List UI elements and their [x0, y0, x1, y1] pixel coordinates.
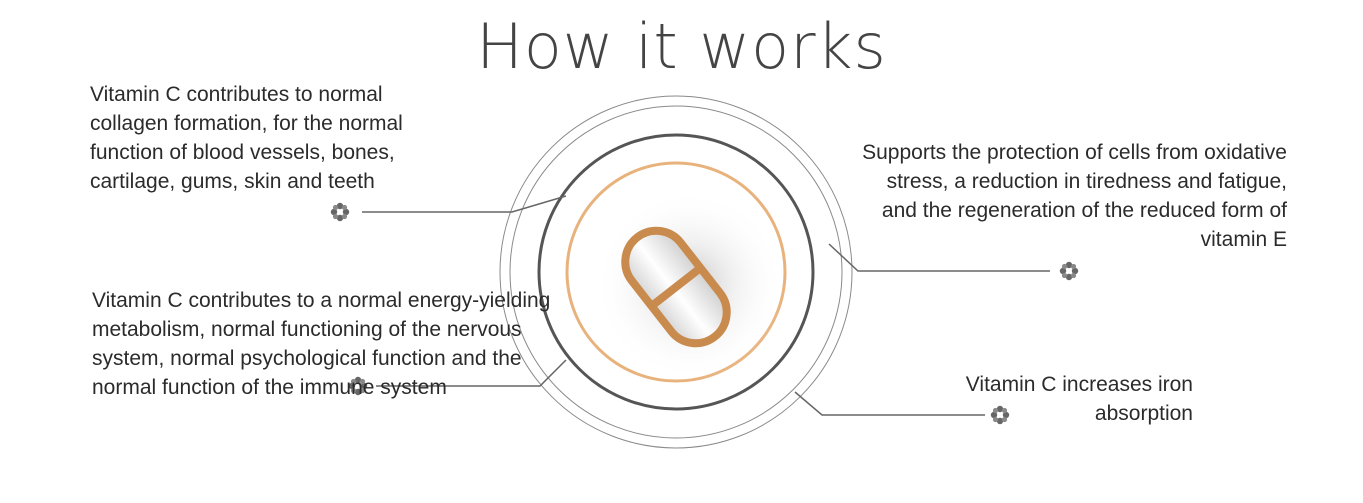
page-title: How it works: [476, 10, 887, 83]
connector-line-3: [828, 243, 1050, 272]
outer-ring-1: [499, 95, 853, 449]
flower-icon: [1059, 261, 1079, 281]
connector-line-2: [376, 359, 567, 387]
flower-icon: [330, 202, 350, 222]
connector-line-1: [362, 195, 567, 213]
callout-metabolism: Vitamin C contributes to a normal energy…: [92, 289, 551, 399]
flower-icon: [348, 376, 368, 396]
dark-ring: [537, 133, 815, 411]
outer-ring-2: [509, 105, 843, 439]
capsule-icon: [621, 226, 731, 348]
callout-iron-absorption: Vitamin C increases iron absorption: [965, 373, 1193, 425]
callout-oxidative-stress: Supports the protection of cells from ox…: [862, 141, 1287, 251]
callout-collagen: Vitamin C contributes to normal collagen…: [90, 83, 403, 193]
flower-icon: [990, 405, 1010, 425]
connector-line-4: [794, 391, 985, 416]
